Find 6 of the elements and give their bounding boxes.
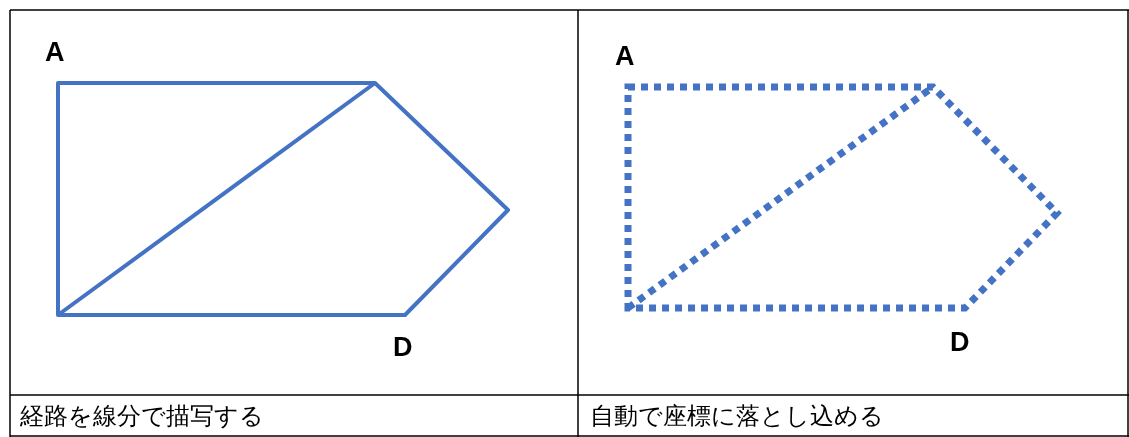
point-label: D [950,327,970,357]
caption-text: 経路を線分で描写する [20,402,264,431]
caption-text: 自動で座標に落とし込める [590,402,884,431]
point-label: A [45,37,65,67]
point-label: A [615,41,635,71]
point-label: D [393,332,413,362]
